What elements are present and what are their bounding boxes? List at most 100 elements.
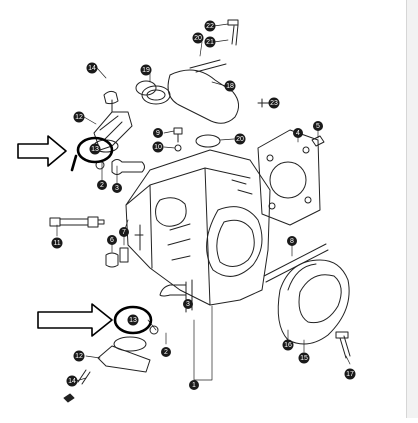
callout-c22: 22 bbox=[204, 20, 216, 32]
callout-c11: 11 bbox=[51, 237, 63, 249]
callout-number: 17 bbox=[346, 371, 354, 378]
callout-badge bbox=[204, 36, 216, 48]
callout-number: 8 bbox=[290, 238, 294, 245]
highlight-circle-lower bbox=[113, 305, 153, 335]
callout-badge bbox=[293, 128, 303, 138]
callout-number: 13 bbox=[91, 146, 99, 153]
callout-number: 2 bbox=[100, 182, 104, 189]
callout-number: 12 bbox=[75, 114, 83, 121]
callout-number: 13 bbox=[129, 317, 137, 324]
callout-number: 5 bbox=[316, 123, 320, 130]
callout-c14t: 14 bbox=[86, 62, 98, 74]
callout-c17: 17 bbox=[344, 368, 356, 380]
callout-badge bbox=[183, 299, 193, 309]
callout-number: 15 bbox=[300, 355, 308, 362]
callout-c13b: 13 bbox=[127, 314, 139, 326]
cylinder-gasket bbox=[257, 129, 325, 226]
callout-badge bbox=[86, 62, 98, 74]
callout-c10: 10 bbox=[152, 141, 164, 153]
callout-number: 4 bbox=[296, 130, 300, 137]
scrollbar-track bbox=[406, 0, 418, 418]
callout-c23: 23 bbox=[268, 97, 280, 109]
callout-badge bbox=[234, 133, 246, 145]
callout-badge bbox=[152, 141, 164, 153]
callout-badge bbox=[119, 227, 129, 237]
callout-number: 9 bbox=[156, 130, 160, 137]
callout-c8: 8 bbox=[287, 236, 297, 246]
callout-number: 20 bbox=[194, 35, 202, 42]
callout-number: 10 bbox=[154, 144, 162, 151]
callout-number: 23 bbox=[270, 100, 278, 107]
callout-c4: 4 bbox=[293, 128, 303, 138]
callout-badge bbox=[268, 97, 280, 109]
callout-c20m: 20 bbox=[234, 133, 246, 145]
callout-badge bbox=[153, 128, 163, 138]
callout-badge bbox=[313, 121, 323, 131]
callout-badge bbox=[140, 64, 152, 76]
callout-number: 1 bbox=[192, 382, 196, 389]
callout-c7: 7 bbox=[119, 227, 129, 237]
arrow-pointer-lower bbox=[37, 303, 113, 337]
callout-c3t: 3 bbox=[112, 183, 122, 193]
callout-c3b: 3 bbox=[183, 299, 193, 309]
callout-number: 12 bbox=[75, 353, 83, 360]
lower-bracket bbox=[63, 336, 151, 403]
callout-badge bbox=[204, 20, 216, 32]
callout-badge bbox=[97, 180, 107, 190]
callout-badge bbox=[224, 80, 236, 92]
callout-badge bbox=[112, 183, 122, 193]
intake-pipe bbox=[135, 19, 239, 124]
callout-badge bbox=[51, 237, 63, 249]
callout-badge bbox=[107, 235, 117, 245]
callout-number: 7 bbox=[122, 229, 126, 236]
callout-c1: 1 bbox=[189, 380, 199, 390]
callout-c19: 19 bbox=[140, 64, 152, 76]
callout-number: 18 bbox=[226, 83, 234, 90]
callout-number: 3 bbox=[186, 301, 190, 308]
callout-number: 14 bbox=[68, 378, 76, 385]
callout-badge bbox=[344, 368, 356, 380]
callout-badge bbox=[161, 347, 171, 357]
callout-c6: 6 bbox=[107, 235, 117, 245]
callout-badge bbox=[89, 143, 101, 155]
callout-number: 3 bbox=[115, 185, 119, 192]
callout-number: 16 bbox=[284, 342, 292, 349]
callout-number: 22 bbox=[206, 23, 214, 30]
side-cover bbox=[263, 243, 351, 359]
callout-badge bbox=[287, 236, 297, 246]
callout-number: 11 bbox=[53, 240, 60, 247]
callout-c15: 15 bbox=[298, 352, 310, 364]
callout-c20t: 20 bbox=[192, 32, 204, 44]
callout-c16: 16 bbox=[282, 339, 294, 351]
callout-badge bbox=[127, 314, 139, 326]
callout-c14b: 14 bbox=[66, 375, 78, 387]
callout-number: 20 bbox=[236, 136, 244, 143]
callout-badge bbox=[298, 352, 310, 364]
highlight-circle-upper bbox=[70, 136, 114, 172]
callout-number: 2 bbox=[164, 349, 168, 356]
callout-c12t: 12 bbox=[73, 111, 85, 123]
callout-c13t: 13 bbox=[89, 143, 101, 155]
callout-c2t: 2 bbox=[97, 180, 107, 190]
callout-badge bbox=[282, 339, 294, 351]
callout-number: 14 bbox=[88, 65, 96, 72]
callout-badge bbox=[189, 380, 199, 390]
callout-number: 19 bbox=[142, 67, 150, 74]
callout-c18: 18 bbox=[224, 80, 236, 92]
callout-badge bbox=[73, 350, 85, 362]
callout-c21: 21 bbox=[204, 36, 216, 48]
callout-c12b: 12 bbox=[73, 350, 85, 362]
arrow-pointer-upper bbox=[17, 135, 67, 167]
spark-plug bbox=[49, 216, 105, 228]
callout-badge bbox=[192, 32, 204, 44]
callout-badge bbox=[73, 111, 85, 123]
callout-number: 6 bbox=[110, 237, 114, 244]
callout-c5: 5 bbox=[313, 121, 323, 131]
callout-number: 21 bbox=[206, 39, 214, 46]
callout-badge bbox=[66, 375, 78, 387]
callout-c2b: 2 bbox=[161, 347, 171, 357]
callout-c9: 9 bbox=[153, 128, 163, 138]
